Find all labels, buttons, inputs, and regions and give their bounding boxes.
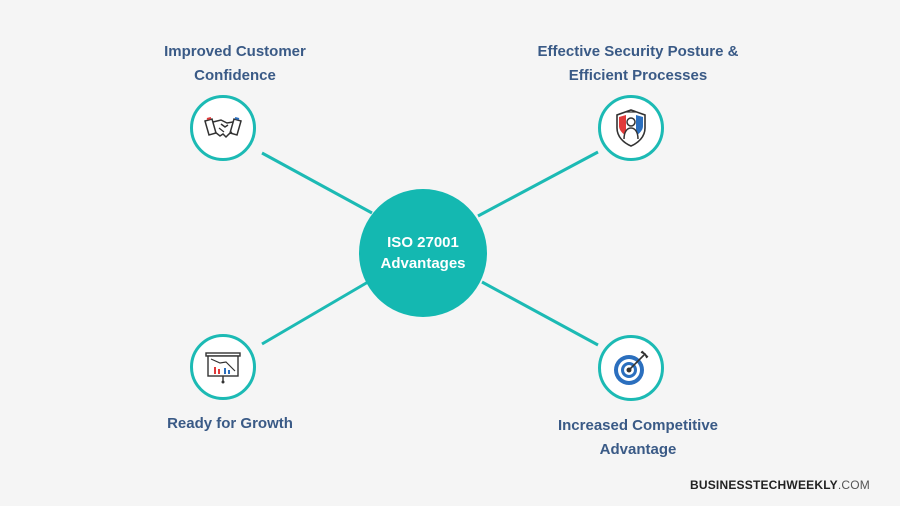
node-improved-customer-confidence bbox=[190, 95, 256, 161]
node-effective-security-posture bbox=[598, 95, 664, 161]
center-title-line2: Advantages bbox=[380, 255, 466, 272]
brand-watermark: BUSINESSTECHWEEKLY.COM bbox=[690, 478, 870, 492]
connector-bottom-left bbox=[261, 280, 369, 346]
label-increased-competitive-advantage: Increased Competitive Advantage bbox=[533, 414, 743, 462]
node-ready-for-growth bbox=[190, 334, 256, 400]
brand-suffix: .COM bbox=[837, 478, 870, 492]
target-arrow-icon bbox=[614, 350, 649, 385]
center-title: ISO 27001 Advantages bbox=[368, 232, 478, 274]
node-increased-competitive-advantage bbox=[598, 335, 664, 401]
label-line2: Advantage bbox=[599, 441, 677, 458]
connector-top-left bbox=[261, 151, 373, 215]
brand-name: BUSINESSTECHWEEKLY bbox=[690, 478, 838, 492]
label-line1: Improved Customer bbox=[164, 43, 306, 60]
label-line1: Ready for Growth bbox=[167, 415, 293, 432]
label-improved-customer-confidence: Improved Customer Confidence bbox=[140, 40, 330, 88]
label-ready-for-growth: Ready for Growth bbox=[140, 412, 320, 436]
center-hub: ISO 27001 Advantages bbox=[359, 189, 487, 317]
label-line1: Effective Security Posture & bbox=[537, 43, 739, 60]
label-line1: Increased Competitive bbox=[557, 417, 719, 434]
handshake-icon bbox=[204, 117, 242, 139]
label-line2: Confidence bbox=[194, 67, 276, 84]
label-line2: Efficient Processes bbox=[568, 67, 708, 84]
label-effective-security-posture: Effective Security Posture & Efficient P… bbox=[513, 40, 763, 88]
center-title-line1: ISO 27001 bbox=[387, 234, 459, 251]
security-shield-icon bbox=[616, 109, 646, 147]
connector-top-right bbox=[477, 150, 599, 218]
connector-bottom-right bbox=[481, 280, 599, 347]
presentation-chart-icon bbox=[205, 352, 241, 384]
